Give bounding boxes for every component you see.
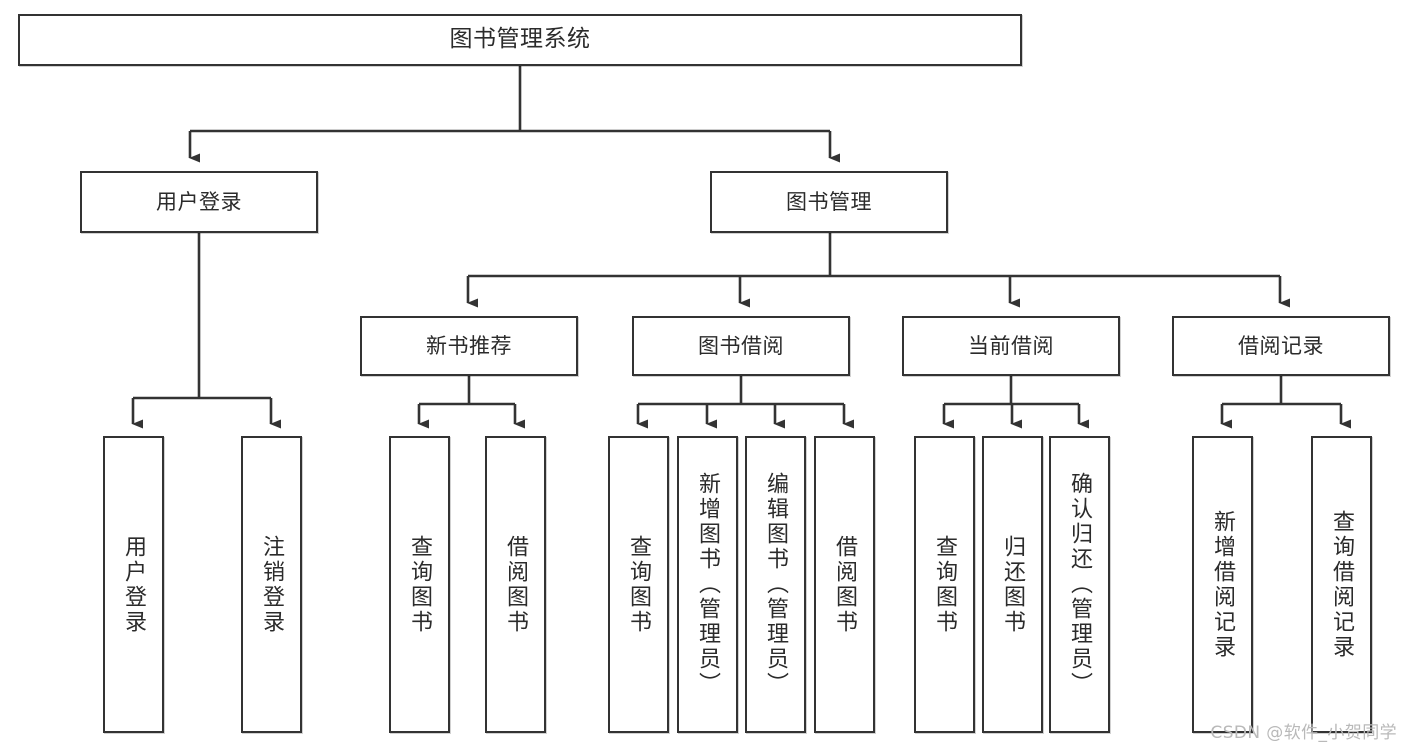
node-book-borrow-label: 图书借阅 [698, 333, 784, 358]
node-root-label: 图书管理系统 [449, 26, 591, 53]
node-leaf-confirm-return[interactable]: 确认归还（管理员） [1049, 436, 1110, 733]
node-leaf-add-record-label: 新增借阅记录 [1210, 509, 1236, 660]
node-leaf-add-book-label: 新增图书（管理员） [695, 472, 721, 697]
node-leaf-query-record[interactable]: 查询借阅记录 [1311, 436, 1372, 733]
node-leaf-add-book[interactable]: 新增图书（管理员） [677, 436, 738, 733]
node-leaf-edit-book-label: 编辑图书（管理员） [763, 472, 789, 697]
node-leaf-return-book-label: 归还图书 [1000, 534, 1026, 635]
node-leaf-query-book-3[interactable]: 查询图书 [914, 436, 975, 733]
node-leaf-return-book[interactable]: 归还图书 [982, 436, 1043, 733]
node-leaf-query-book-3-label: 查询图书 [932, 534, 958, 635]
node-leaf-confirm-return-label: 确认归还（管理员） [1067, 472, 1093, 697]
node-book-management[interactable]: 图书管理 [710, 171, 948, 233]
node-leaf-user-login-label: 用户登录 [121, 534, 147, 635]
node-book-management-label: 图书管理 [786, 189, 872, 214]
node-user-login[interactable]: 用户登录 [80, 171, 318, 233]
node-leaf-query-record-label: 查询借阅记录 [1329, 509, 1355, 660]
node-leaf-query-book-2[interactable]: 查询图书 [608, 436, 669, 733]
node-current-borrow[interactable]: 当前借阅 [902, 316, 1120, 376]
node-leaf-user-logout-label: 注销登录 [259, 534, 285, 635]
connector-lines [131, 66, 1351, 429]
node-borrow-record[interactable]: 借阅记录 [1172, 316, 1390, 376]
node-leaf-add-record[interactable]: 新增借阅记录 [1192, 436, 1253, 733]
node-new-book-recommend[interactable]: 新书推荐 [360, 316, 578, 376]
node-current-borrow-label: 当前借阅 [968, 333, 1054, 358]
node-book-borrow[interactable]: 图书借阅 [632, 316, 850, 376]
node-leaf-user-login[interactable]: 用户登录 [103, 436, 164, 733]
node-leaf-query-book-2-label: 查询图书 [626, 534, 652, 635]
node-leaf-borrow-book-2-label: 借阅图书 [832, 534, 858, 635]
node-user-login-label: 用户登录 [156, 189, 242, 214]
node-leaf-borrow-book-2[interactable]: 借阅图书 [814, 436, 875, 733]
node-leaf-borrow-book-1[interactable]: 借阅图书 [485, 436, 546, 733]
node-leaf-edit-book[interactable]: 编辑图书（管理员） [745, 436, 806, 733]
node-leaf-query-book-1-label: 查询图书 [407, 534, 433, 635]
node-root[interactable]: 图书管理系统 [18, 14, 1022, 66]
node-new-book-recommend-label: 新书推荐 [426, 333, 512, 358]
node-leaf-query-book-1[interactable]: 查询图书 [389, 436, 450, 733]
node-leaf-user-logout[interactable]: 注销登录 [241, 436, 302, 733]
node-leaf-borrow-book-1-label: 借阅图书 [503, 534, 529, 635]
node-borrow-record-label: 借阅记录 [1238, 333, 1324, 358]
